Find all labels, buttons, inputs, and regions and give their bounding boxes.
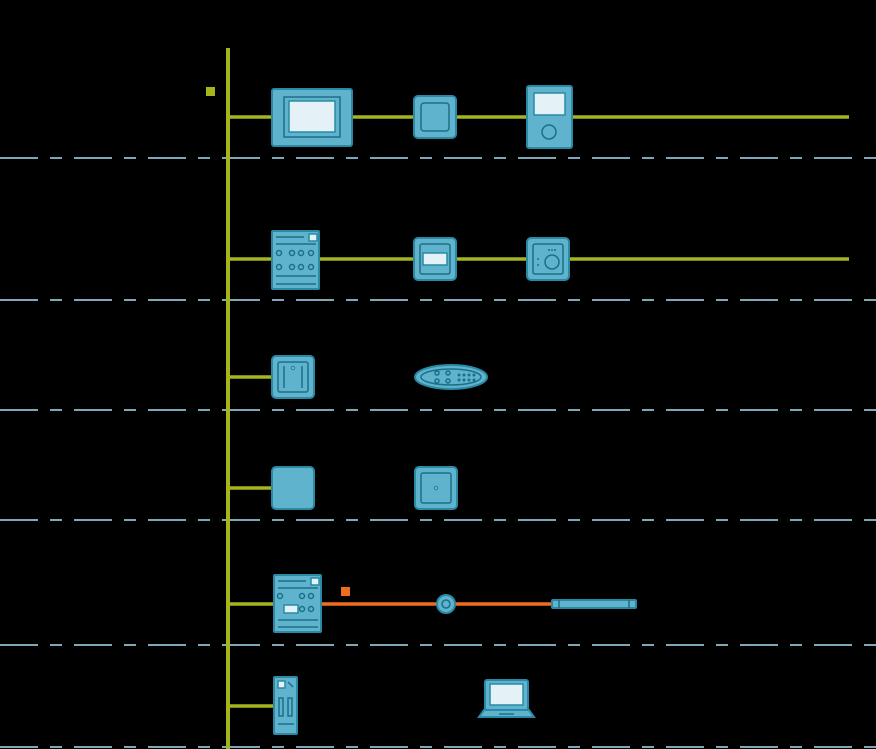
- blank-cover-icon: [271, 466, 315, 510]
- room-thermostat-display-icon: [526, 85, 573, 149]
- led-strip-icon: [551, 599, 637, 609]
- room-controller-icon: [526, 237, 570, 281]
- dali-gateway-icon: [273, 574, 322, 633]
- orange-square-marker: [341, 587, 350, 596]
- power-supply-icon: [273, 676, 298, 735]
- blind-switch-icon: [413, 237, 457, 281]
- switch-actuator-icon: [271, 230, 320, 290]
- touch-panel-icon: [271, 88, 353, 147]
- green-square-marker: [206, 87, 215, 96]
- ballast-icon: [436, 594, 456, 614]
- laptop-icon: [477, 679, 536, 718]
- multi-button-sensor-icon: [271, 355, 315, 399]
- presence-detector-icon: [414, 466, 458, 510]
- push-button-icon: [413, 95, 457, 139]
- remote-control-icon: [414, 364, 488, 390]
